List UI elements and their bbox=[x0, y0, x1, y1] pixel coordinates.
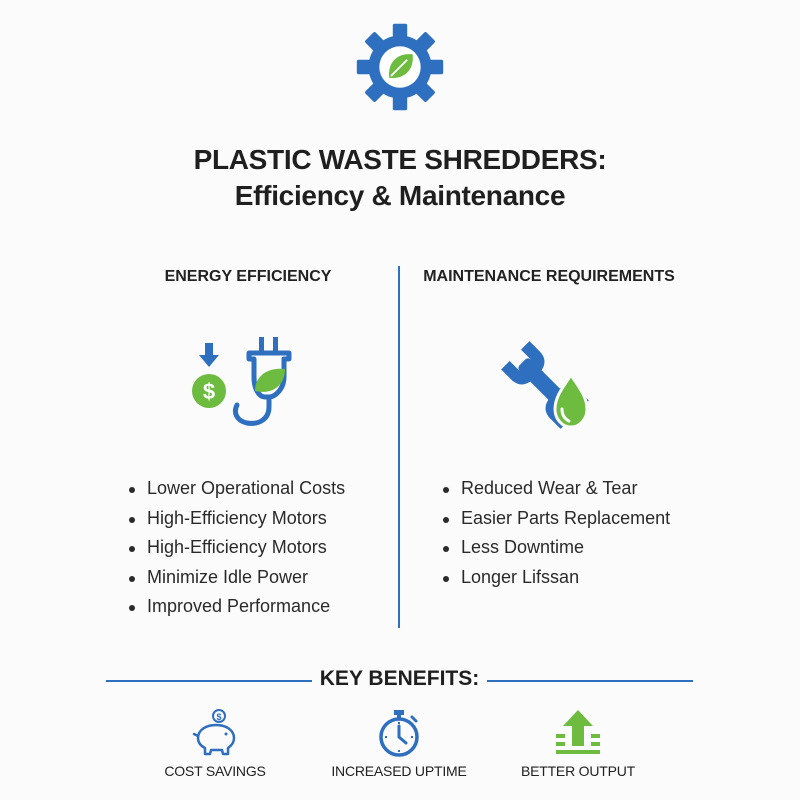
maintenance-heading: MAINTENANCE REQUIREMENTS bbox=[423, 268, 675, 285]
energy-efficiency-list: Lower Operational Costs High-Efficiency … bbox=[129, 474, 389, 622]
energy-plug-dollar-icon: $ bbox=[192, 337, 292, 426]
wrench-oil-drop-icon bbox=[501, 341, 589, 429]
page-title: PLASTIC WASTE SHREDDERS: bbox=[193, 144, 607, 175]
svg-text:$: $ bbox=[216, 712, 221, 722]
energy-efficiency-heading: ENERGY EFFICIENCY bbox=[164, 268, 332, 285]
list-item: Longer Lifssan bbox=[443, 563, 703, 593]
benefit-label-increased-uptime: INCREASED UPTIME bbox=[331, 763, 467, 779]
key-benefits-rule-right bbox=[487, 680, 693, 682]
key-benefits-title: KEY BENEFITS: bbox=[319, 667, 480, 690]
list-item: High-Efficiency Motors bbox=[129, 504, 389, 534]
list-item: Easier Parts Replacement bbox=[443, 504, 703, 534]
list-item: Lower Operational Costs bbox=[129, 474, 389, 504]
svg-text:$: $ bbox=[203, 379, 215, 404]
list-item: Less Downtime bbox=[443, 533, 703, 563]
list-item: Reduced Wear & Tear bbox=[443, 474, 703, 504]
list-item: High-Efficiency Motors bbox=[129, 533, 389, 563]
benefit-label-better-output: BETTER OUTPUT bbox=[520, 763, 636, 779]
piggy-bank-icon: $ bbox=[192, 709, 236, 756]
maintenance-list: Reduced Wear & Tear Easier Parts Replace… bbox=[443, 474, 703, 592]
list-item: Minimize Idle Power bbox=[129, 563, 389, 593]
output-arrow-icon bbox=[556, 710, 600, 754]
benefit-label-cost-savings: COST SAVINGS bbox=[164, 763, 266, 779]
page-subtitle: Efficiency & Maintenance bbox=[234, 180, 566, 211]
gear-leaf-icon bbox=[356, 23, 444, 111]
key-benefits-rule-left bbox=[106, 680, 312, 682]
stopwatch-icon bbox=[379, 710, 419, 757]
list-item: Improved Performance bbox=[129, 592, 389, 622]
column-divider bbox=[398, 266, 400, 628]
